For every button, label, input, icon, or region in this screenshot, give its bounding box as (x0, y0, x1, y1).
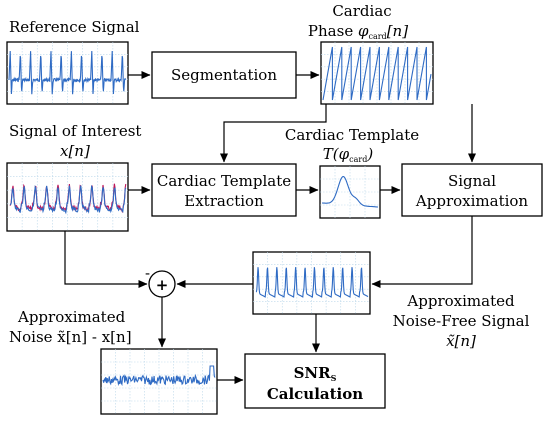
approx-noise-label-2: Noise x̃[n] - x[n] (9, 328, 132, 346)
plus-symbol: + (156, 276, 169, 294)
cardiac-template-waveform (322, 175, 378, 208)
connectors (64, 71, 476, 384)
cardiac-template-symbol: T(φcard) (323, 145, 374, 164)
approx-noise-free-waveform (255, 267, 369, 298)
approx-noise-free-plot (252, 251, 371, 315)
cardiac-phase-plot (320, 41, 434, 105)
signal-approximation-label-1: Signal (448, 172, 496, 190)
reference-signal-label: Reference Signal (9, 18, 140, 36)
snr-calculation-label: Calculation (267, 385, 363, 403)
snr-label: SNRS (294, 364, 337, 383)
template-extraction-label-2: Extraction (184, 192, 264, 210)
approx-noise-free-label-3: x̃[n] (446, 332, 476, 350)
cardiac-template-title: Cardiac Template (285, 126, 419, 144)
cardiac-phase-sawtooth (322, 46, 432, 101)
approx-noise-free-label-1: Approximated (406, 292, 515, 310)
signal-of-interest-symbol: x[n] (60, 142, 90, 160)
signal-of-interest-label: Signal of Interest (9, 122, 141, 140)
arrow-approx-to-noisefree (371, 216, 473, 288)
reference-signal-plot (6, 41, 129, 105)
signal-approximation-block: Signal Approximation (401, 163, 543, 217)
cardiac-template-plot (319, 165, 381, 219)
approx-noise-label-1: Approximated (17, 308, 126, 326)
approx-noise-waveform (102, 365, 216, 387)
arrow-soi-to-sum (64, 231, 148, 288)
arrow-phase-to-extraction (220, 104, 327, 163)
template-extraction-block: Cardiac Template Extraction (151, 163, 297, 217)
approx-noise-plot (100, 348, 218, 415)
segmentation-block: Segmentation (151, 51, 297, 99)
template-extraction-label-1: Cardiac Template (157, 172, 291, 190)
signal-of-interest-waveform (9, 184, 127, 215)
summing-junction: + (148, 270, 176, 298)
reference-signal-waveform (8, 50, 127, 95)
signal-of-interest-plot (6, 162, 129, 232)
segmentation-label: Segmentation (171, 66, 277, 84)
signal-approximation-label-2: Approximation (415, 192, 529, 210)
cardiac-phase-label-1: Cardiac (332, 2, 391, 20)
minus-sign: - (145, 264, 150, 282)
cardiac-phase-label-2: Phase φcard[n] (308, 22, 408, 41)
approx-noise-free-label-2: Noise-Free Signal (393, 312, 530, 330)
snr-calculation-block: SNRS Calculation (244, 353, 386, 409)
